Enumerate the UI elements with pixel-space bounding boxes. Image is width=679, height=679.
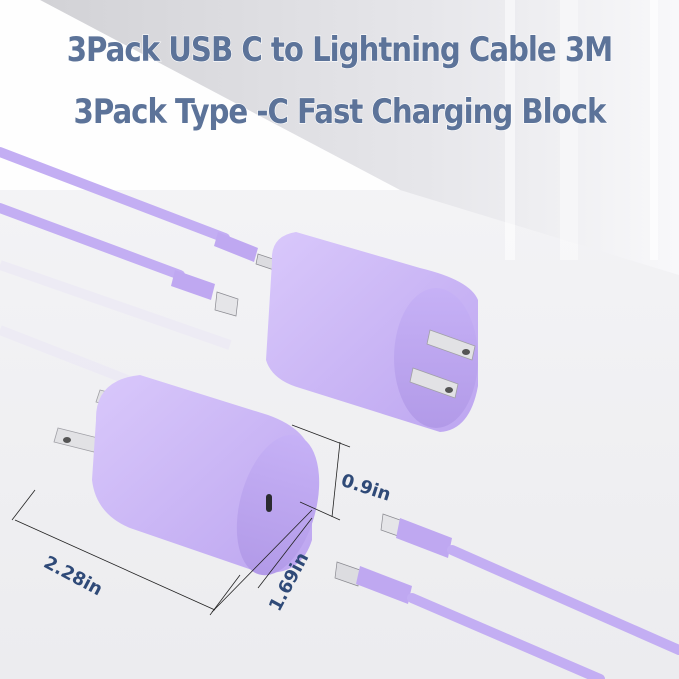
headline-charger: 3Pack Type -C Fast Charging Block xyxy=(73,91,607,132)
power-adapter-front xyxy=(53,375,320,576)
cable-bottom-lightning xyxy=(380,513,679,655)
headline-cable: 3Pack USB C to Lightning Cable 3M xyxy=(66,29,614,70)
dimension-lines xyxy=(11,424,351,616)
power-adapter-back xyxy=(266,232,478,432)
cable-top-usb-c xyxy=(0,147,283,273)
cable-bottom-usb-c xyxy=(334,561,605,679)
cable-top-lightning xyxy=(0,203,239,317)
